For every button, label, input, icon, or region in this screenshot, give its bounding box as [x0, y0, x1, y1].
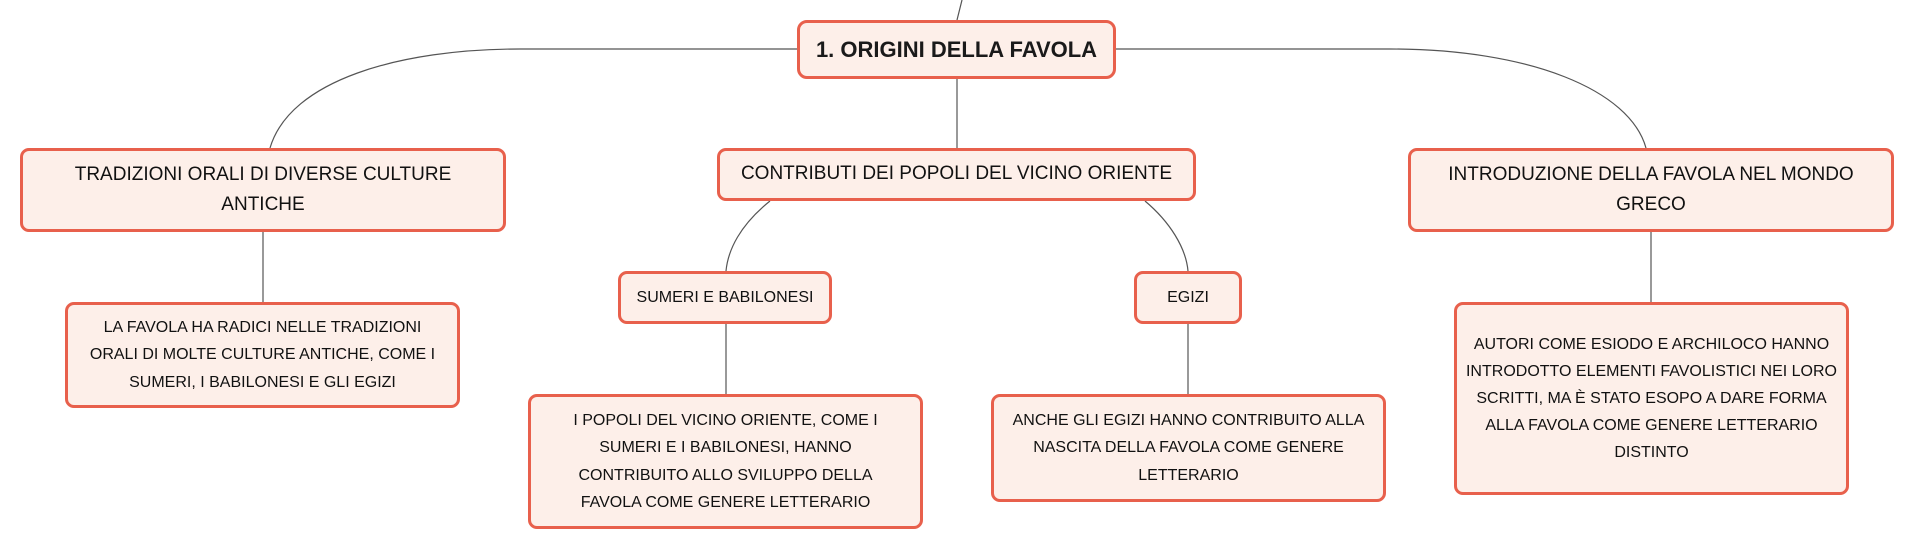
detail-tradizioni-orali[interactable]: LA FAVOLA HA RADICI NELLE TRADIZIONI ORA…: [65, 302, 460, 408]
connector-root-to-tradizioni: [269, 48, 797, 149]
connector-contributi-to-sumeri: [725, 200, 771, 272]
connector-contributi-to-egizi: [1144, 200, 1189, 272]
connector-root-to-introduzione: [1116, 48, 1647, 149]
root-topic[interactable]: 1. ORIGINI DELLA FAVOLA: [797, 20, 1116, 79]
detail-introduzione-mondo-greco[interactable]: AUTORI COME ESIODO E ARCHILOCO HANNO INT…: [1454, 302, 1849, 495]
topic-contributi-vicino-oriente[interactable]: CONTRIBUTI DEI POPOLI DEL VICINO ORIENTE: [717, 148, 1196, 201]
detail-sumeri-babilonesi[interactable]: I POPOLI DEL VICINO ORIENTE, COME I SUME…: [528, 394, 923, 529]
subtopic-egizi[interactable]: EGIZI: [1134, 271, 1242, 324]
connector-parent-to-root: [956, 0, 963, 21]
detail-egizi[interactable]: ANCHE GLI EGIZI HANNO CONTRIBUITO ALLA N…: [991, 394, 1386, 502]
topic-tradizioni-orali[interactable]: TRADIZIONI ORALI DI DIVERSE CULTURE ANTI…: [20, 148, 506, 232]
topic-introduzione-mondo-greco[interactable]: INTRODUZIONE DELLA FAVOLA NEL MONDO GREC…: [1408, 148, 1894, 232]
subtopic-sumeri-babilonesi[interactable]: SUMERI E BABILONESI: [618, 271, 832, 324]
